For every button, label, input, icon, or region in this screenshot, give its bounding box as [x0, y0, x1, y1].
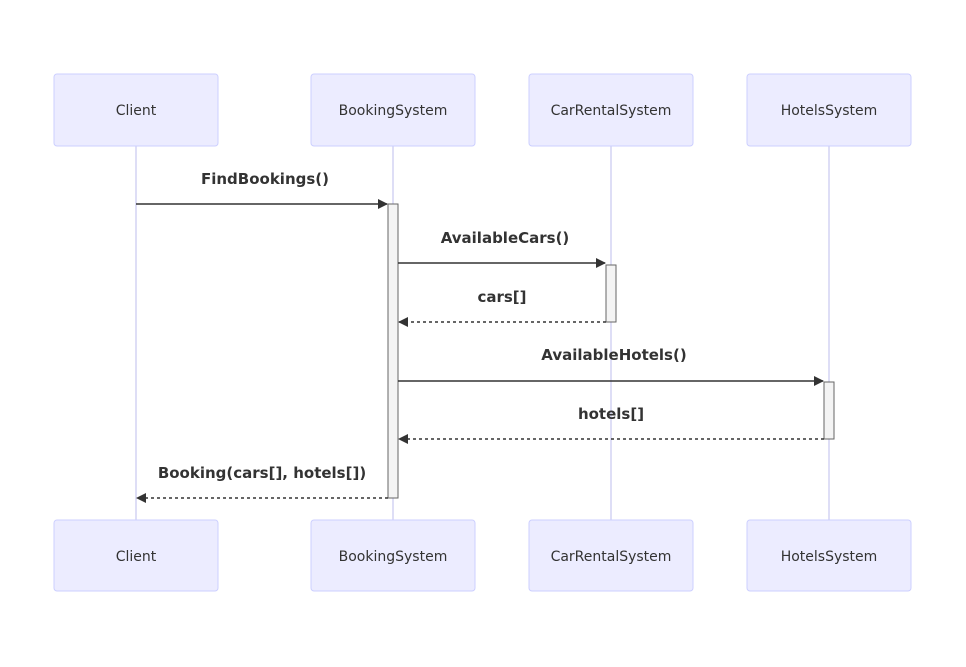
actor-client-bottom: Client: [53, 519, 219, 592]
actor-carrentalsystem-top: CarRentalSystem: [528, 73, 694, 147]
message-label: cars[]: [477, 288, 526, 306]
actors-bottom: Client BookingSystem CarRentalSystem Hot…: [53, 519, 912, 592]
actor-label: Client: [116, 549, 157, 565]
message-label: AvailableHotels(): [541, 346, 686, 364]
messages: FindBookings() AvailableCars() cars[] Av…: [136, 170, 824, 503]
message-label: FindBookings(): [201, 170, 329, 188]
actor-label: CarRentalSystem: [551, 549, 672, 565]
actor-label: HotelsSystem: [781, 549, 878, 565]
message-availablecars: AvailableCars(): [398, 229, 606, 268]
message-cars-return: cars[]: [398, 288, 606, 327]
actor-hotelssystem-bottom: HotelsSystem: [746, 519, 912, 592]
actor-label: BookingSystem: [339, 103, 448, 119]
message-label: AvailableCars(): [441, 229, 570, 247]
message-availablehotels: AvailableHotels(): [398, 346, 824, 386]
message-booking-return: Booking(cars[], hotels[]): [136, 464, 388, 503]
activation-hotelssystem: [823, 381, 835, 440]
actor-carrentalsystem-bottom: CarRentalSystem: [528, 519, 694, 592]
message-hotels-return: hotels[]: [398, 405, 824, 444]
message-label: hotels[]: [578, 405, 644, 423]
actor-label: HotelsSystem: [781, 103, 878, 119]
activations: [387, 203, 835, 499]
activation-carrentalsystem: [605, 264, 617, 323]
message-findbookings: FindBookings(): [136, 170, 388, 209]
actor-bookingsystem-top: BookingSystem: [310, 73, 476, 147]
actor-label: BookingSystem: [339, 549, 448, 565]
actor-client-top: Client: [53, 73, 219, 147]
actor-label: CarRentalSystem: [551, 103, 672, 119]
actor-hotelssystem-top: HotelsSystem: [746, 73, 912, 147]
actor-label: Client: [116, 103, 157, 119]
message-label: Booking(cars[], hotels[]): [158, 464, 366, 482]
activation-bookingsystem: [387, 203, 399, 499]
actor-bookingsystem-bottom: BookingSystem: [310, 519, 476, 592]
actors-top: Client BookingSystem CarRentalSystem Hot…: [53, 73, 912, 147]
